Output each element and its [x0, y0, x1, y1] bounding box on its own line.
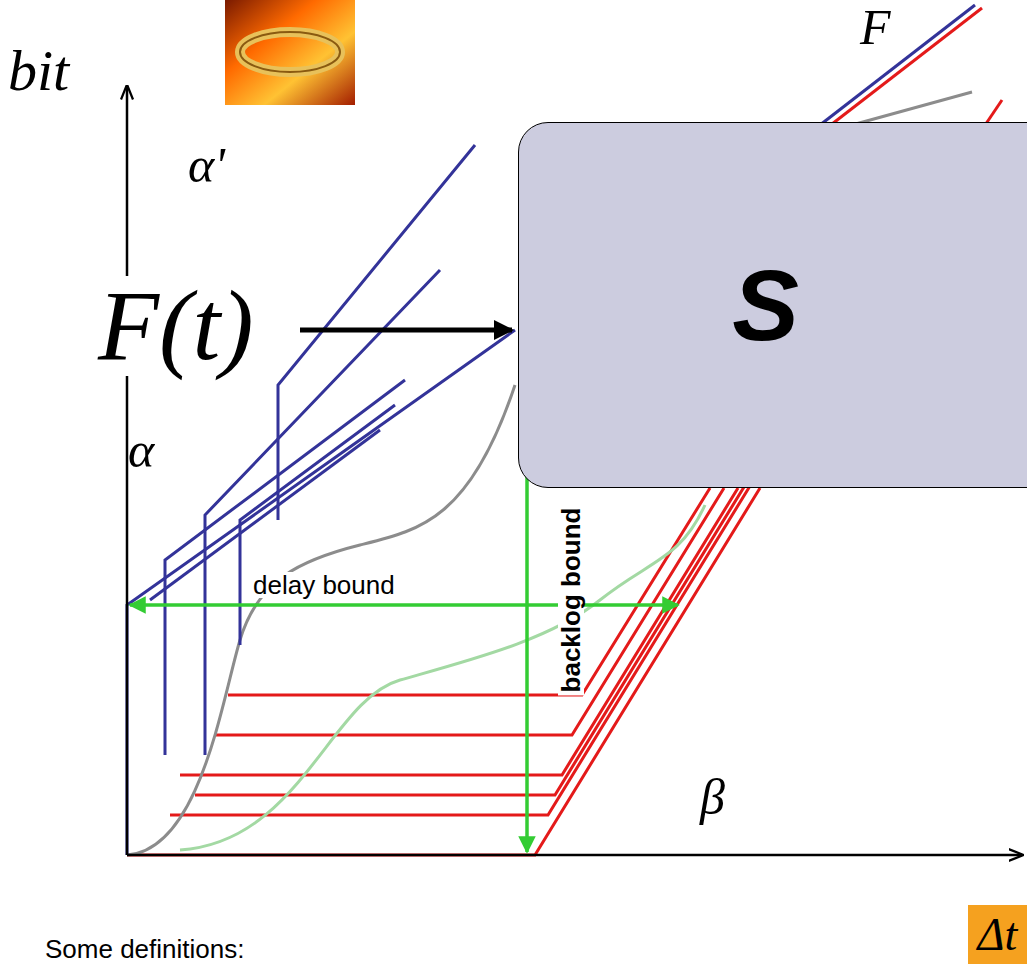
- arrival-curve: [165, 380, 405, 755]
- node-text: Δt: [978, 912, 1018, 958]
- service-curve: [180, 488, 738, 775]
- curve-symbol: α: [128, 425, 154, 475]
- service-curve: [127, 488, 760, 855]
- service-curve: [832, 8, 982, 124]
- green-curve: [180, 505, 705, 850]
- bound-label: delay bound: [250, 572, 398, 598]
- input-arrow: [300, 328, 512, 333]
- delay-arrow: [130, 603, 678, 607]
- flow-label: F(t): [95, 276, 256, 376]
- fire-background: [225, 0, 355, 105]
- service-curve: [170, 486, 750, 815]
- y-axis: [126, 86, 129, 855]
- note-text: Some definitions:: [45, 936, 244, 962]
- flow-label: F: [860, 2, 891, 52]
- gold-ring: [240, 32, 340, 72]
- curve-symbol: α': [188, 140, 225, 190]
- x-axis: [127, 854, 1022, 857]
- bound-label: backlog bound: [558, 505, 584, 696]
- grey-curve: [127, 385, 515, 855]
- curve-symbol: β: [700, 772, 725, 822]
- service-curve: [215, 488, 724, 735]
- system-box: S: [518, 122, 1027, 488]
- axis-unit-box: Δt: [968, 905, 1027, 964]
- service-curve: [228, 488, 710, 695]
- arrival-curve: [820, 5, 975, 125]
- axis-label: bit: [8, 42, 69, 100]
- node-text: S: [732, 255, 799, 355]
- service-curve: [195, 487, 744, 795]
- ring-picture: [225, 0, 355, 105]
- arrival-curve: [127, 330, 515, 855]
- arrival-curve: [240, 405, 395, 645]
- ring-edge: [240, 32, 340, 72]
